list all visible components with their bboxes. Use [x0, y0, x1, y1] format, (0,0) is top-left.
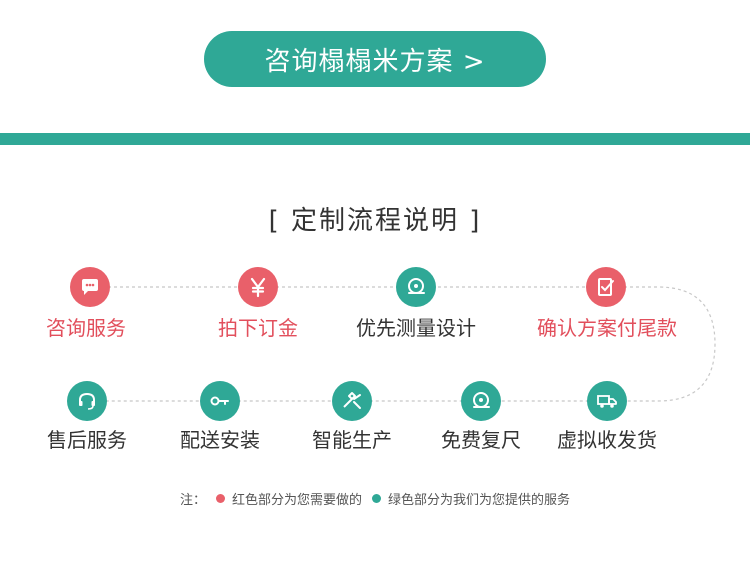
consult-tatami-plan-button[interactable]: 咨询榻榻米方案 >: [204, 31, 546, 87]
note-green-text: 绿色部分为我们为您提供的服务: [388, 493, 571, 508]
step-after-sales: 售后服务: [47, 428, 127, 452]
step-virtual-shipping: 虚拟收发货: [557, 428, 657, 452]
step-confirm-pay-balance: 确认方案付尾款: [537, 316, 677, 340]
step-measure-design: 优先测量设计: [356, 316, 476, 340]
tools-icon: [332, 381, 372, 421]
divider-band: [0, 133, 750, 145]
green-dot-icon: [372, 494, 381, 503]
tape-measure-icon: [396, 267, 436, 307]
step-consult-service: 咨询服务: [46, 316, 126, 340]
note-red-text: 红色部分为您需要做的: [231, 493, 362, 508]
tape-measure-icon: [461, 381, 501, 421]
note-prefix: 注：: [179, 493, 206, 508]
step-free-remeasure: 免费复尺: [441, 428, 521, 452]
step-delivery-install: 配送安装: [180, 428, 260, 452]
consult-button-label: 咨询榻榻米方案 >: [264, 46, 486, 77]
step-smart-production: 智能生产: [312, 428, 392, 452]
section-title: [ 定制流程说明 ]: [268, 206, 482, 236]
wrench-icon: [200, 381, 240, 421]
step-pay-deposit: 拍下订金: [218, 316, 298, 340]
chat-bubble-icon: [70, 267, 110, 307]
delivery-truck-icon: [587, 381, 627, 421]
red-dot-icon: [215, 494, 225, 503]
legend-note: 注： 红色部分为您需要做的 绿色部分为我们为您提供的服务: [0, 489, 750, 508]
checklist-icon: [586, 267, 626, 307]
headset-icon: [67, 381, 107, 421]
yen-icon: [238, 267, 278, 307]
